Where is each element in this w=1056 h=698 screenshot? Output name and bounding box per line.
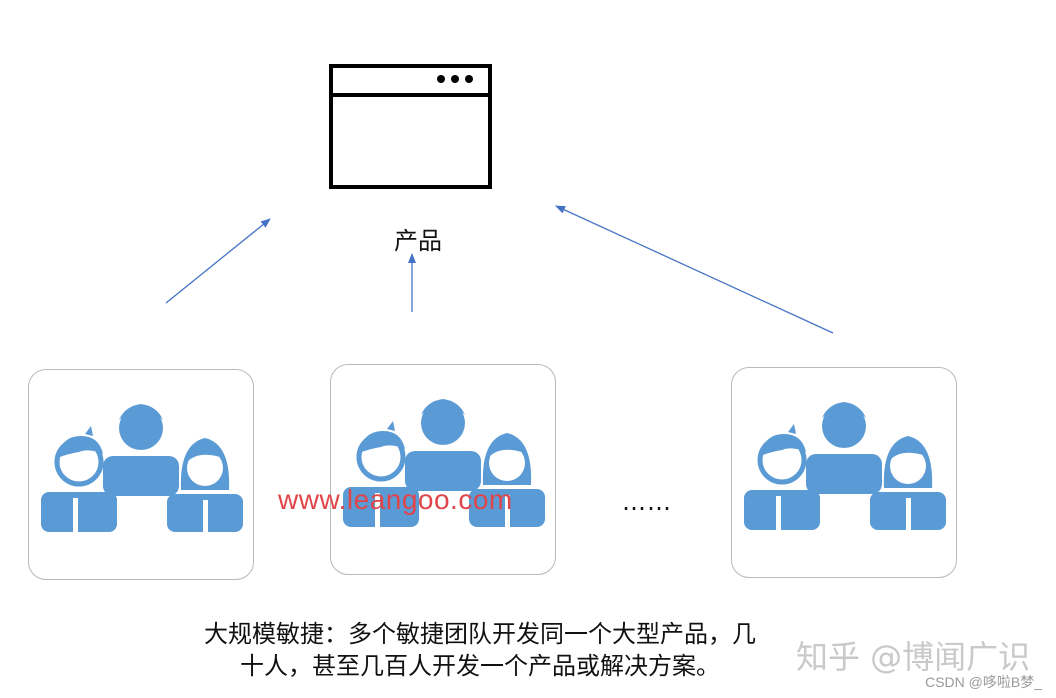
csdn-watermark: CSDN @哆啦B梦_ [925,674,1042,690]
team-box-2 [330,364,556,575]
team-people-icon [744,402,946,530]
team-box-1 [28,369,254,580]
arrow-left [165,218,271,304]
product-label: 产品 [394,227,442,255]
team-box-3 [731,367,957,578]
caption-line-2: 十人，甚至几百人开发一个产品或解决方案。 [240,652,720,680]
team-people-icon [343,399,545,527]
zhihu-watermark: 知乎 @博闻广识 [796,638,1031,676]
arrow-right [555,205,834,334]
team-people-icon [41,404,243,532]
diagram-caption: 大规模敏捷：多个敏捷团队开发同一个大型产品，几 十人，甚至几百人开发一个产品或解… [160,618,800,682]
product-window-icon [329,64,492,189]
leangoo-watermark: www.leangoo.com [278,484,513,515]
more-teams-ellipsis: …… [622,488,672,516]
caption-line-1: 大规模敏捷：多个敏捷团队开发同一个大型产品，几 [204,620,756,648]
